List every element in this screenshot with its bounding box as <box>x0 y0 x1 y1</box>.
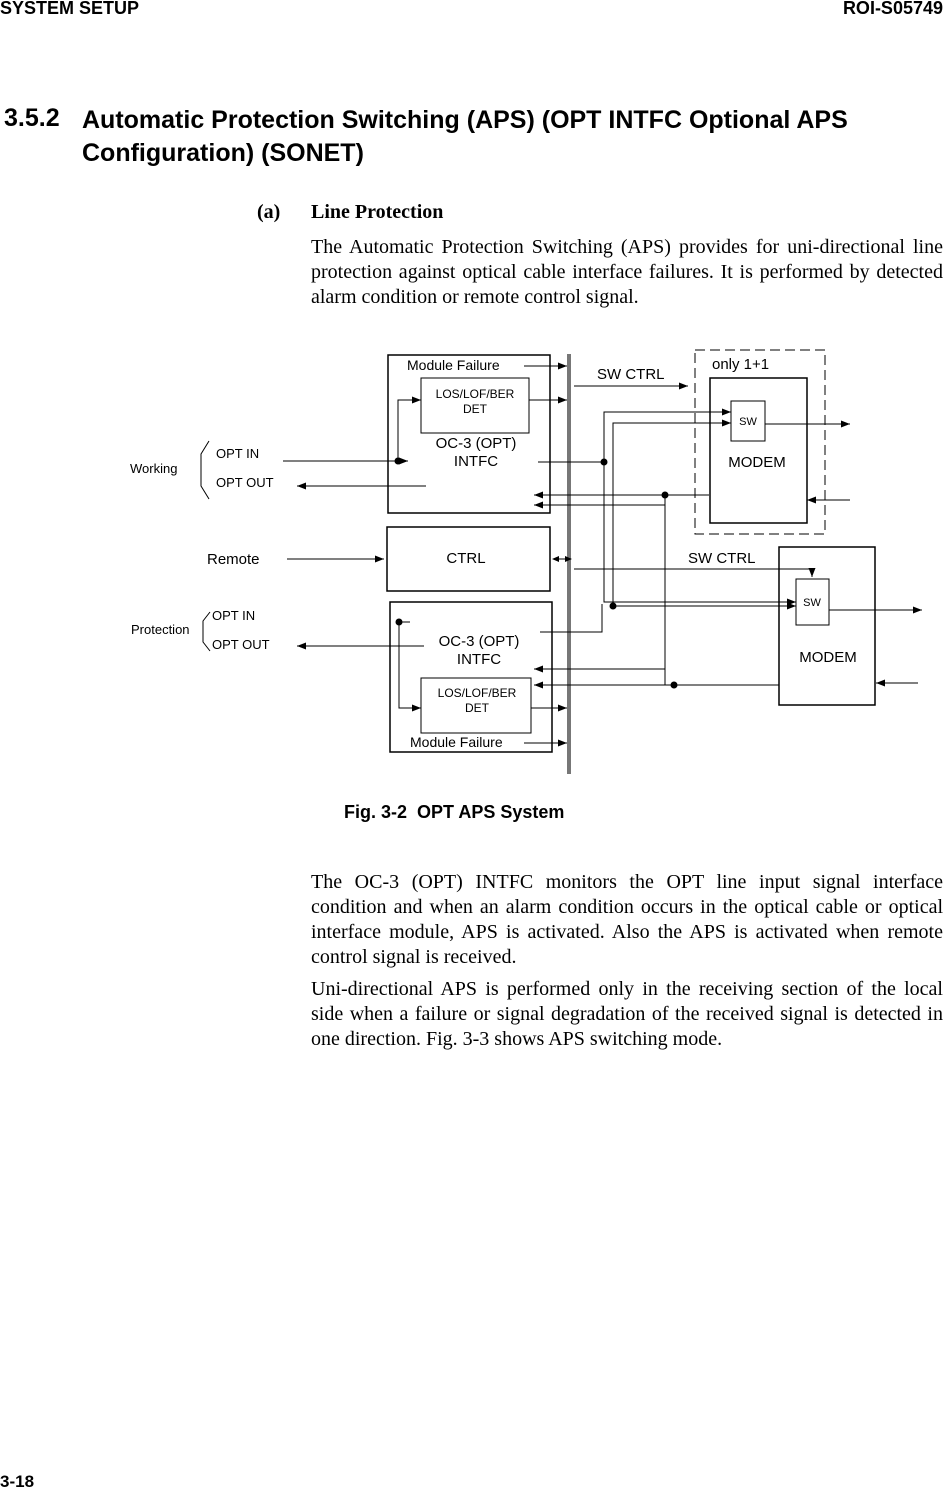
label-protection-intfc-2: INTFC <box>457 651 501 668</box>
label-ctrl: CTRL <box>446 550 485 567</box>
working-det-feed <box>397 396 421 461</box>
junction-dot <box>395 618 403 626</box>
subsection-title: Line Protection <box>311 201 444 223</box>
only-1plus1-region <box>694 349 826 535</box>
label-modem-1: MODEM <box>728 454 786 471</box>
label-protection-opt-out: OPT OUT <box>212 637 270 652</box>
modem-2-block <box>778 546 876 706</box>
protection-data-wire <box>540 604 603 633</box>
label-protection-intfc-1: OC-3 (OPT) <box>439 633 520 650</box>
working-bracket <box>200 440 210 500</box>
label-modem-2: MODEM <box>799 649 857 666</box>
xconn-protection-to-modem1 <box>612 419 731 606</box>
label-protection: Protection <box>131 622 190 637</box>
label-modem-2-sw: SW <box>803 597 821 609</box>
label-working-intfc-1: OC-3 (OPT) <box>436 435 517 452</box>
junction-dot <box>394 457 402 465</box>
section-title: Automatic Protection Switching (APS) (OP… <box>82 106 848 167</box>
intro-paragraph: The Automatic Protection Switching (APS)… <box>311 236 943 308</box>
label-working-det-1: LOS/LOF/BER <box>436 387 515 401</box>
modem-1-block <box>709 377 808 524</box>
junction-dot <box>600 458 608 466</box>
label-working-det-2: DET <box>463 402 488 416</box>
running-header-doc-id: ROI-S05749 <box>842 0 943 18</box>
page-number: 3-18 <box>0 1472 35 1491</box>
label-working-module-failure: Module Failure <box>407 357 500 373</box>
protection-intfc-block <box>389 601 553 753</box>
junction-dot <box>670 681 678 689</box>
ctrl-block <box>386 526 551 592</box>
label-working-intfc-2: INTFC <box>454 453 498 470</box>
label-working-opt-in: OPT IN <box>216 446 259 461</box>
protection-det-feed <box>398 622 421 712</box>
monitor-paragraph: The OC-3 (OPT) INTFC monitors the OPT li… <box>311 871 943 968</box>
section-number: 3.5.2 <box>4 104 60 132</box>
label-sw-ctrl-2: SW CTRL <box>688 550 756 567</box>
opt-aps-system-diagram: Working OPT IN OPT OUT Protection OPT IN… <box>130 349 922 774</box>
junction-dot <box>609 602 617 610</box>
xconn-working-to-modem2 <box>603 462 796 606</box>
running-header-section: SYSTEM SETUP <box>0 0 140 18</box>
label-remote: Remote <box>207 551 260 568</box>
working-intfc-block <box>387 354 551 514</box>
protection-det-block <box>420 677 532 734</box>
label-only-1plus1: only 1+1 <box>712 356 769 373</box>
figure-caption: Fig. 3-2 OPT APS System <box>344 802 565 822</box>
label-protection-det-1: LOS/LOF/BER <box>438 686 517 700</box>
label-sw-ctrl-1: SW CTRL <box>597 366 665 383</box>
unidirectional-paragraph: Uni-directional APS is performed only in… <box>311 978 943 1050</box>
sw-ctrl-wire-2 <box>574 568 816 577</box>
label-protection-det-2: DET <box>465 701 490 715</box>
label-working-opt-out: OPT OUT <box>216 475 274 490</box>
xconn-working-to-modem1 <box>603 408 731 462</box>
protection-bracket <box>202 611 211 652</box>
label-modem-1-sw: SW <box>739 416 757 428</box>
junction-dot <box>661 491 669 499</box>
label-protection-opt-in: OPT IN <box>212 608 255 623</box>
subsection-label: (a) <box>257 201 281 223</box>
working-det-block <box>420 377 530 434</box>
modem-1-sw-block <box>730 400 766 442</box>
label-working: Working <box>130 461 177 476</box>
label-protection-module-failure: Module Failure <box>410 734 503 750</box>
ctrl-bus-arrows <box>552 556 572 562</box>
